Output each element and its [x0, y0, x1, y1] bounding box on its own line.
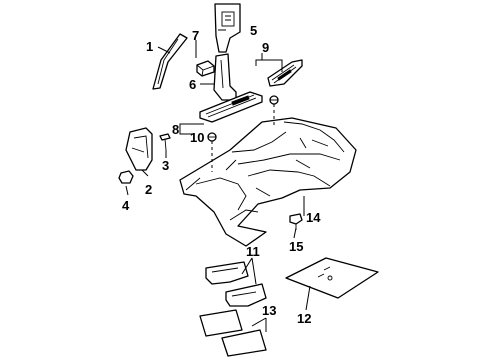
- part-9-clip: [269, 95, 279, 105]
- part-15-plug: [289, 213, 303, 230]
- callout-1: 1: [146, 39, 153, 54]
- part-4-plug: [118, 170, 134, 184]
- callout-4: 4: [122, 198, 130, 213]
- callout-12: 12: [297, 311, 311, 326]
- part-1-pillar-trim: [152, 33, 188, 90]
- part-3-fastener: [159, 133, 171, 151]
- part-9-rear-scuff-plate: [267, 59, 303, 87]
- part-14-floor-carpet: [179, 117, 357, 247]
- callout-10: 10: [190, 130, 204, 145]
- callout-9: 9: [262, 40, 269, 55]
- part-2-kick-panel: [125, 127, 153, 171]
- callout-3: 3: [162, 158, 169, 173]
- callout-14: 14: [306, 210, 321, 225]
- part-11-front-floor-mats: [205, 261, 267, 307]
- part-7-clip: [196, 60, 215, 77]
- callout-7: 7: [192, 28, 199, 43]
- part-8-front-scuff-plate: [199, 91, 263, 123]
- callout-6: 6: [189, 77, 196, 92]
- part-6-center-pillar-lower: [213, 53, 237, 101]
- callout-8: 8: [172, 122, 179, 137]
- callout-11: 11: [246, 244, 260, 259]
- callout-15: 15: [289, 239, 303, 254]
- part-10-clip: [207, 132, 217, 142]
- leader-lines: [125, 29, 311, 332]
- callouts: 1 2 3 4 5 6 7 8 9 10 11 12 13 14 15: [122, 23, 321, 326]
- part-5-center-pillar-upper: [214, 3, 241, 53]
- part-12-cargo-mat: [285, 257, 379, 299]
- callout-13: 13: [262, 303, 276, 318]
- callout-2: 2: [145, 182, 152, 197]
- callout-5: 5: [250, 23, 257, 38]
- part-13-rear-floor-mats: [199, 309, 267, 357]
